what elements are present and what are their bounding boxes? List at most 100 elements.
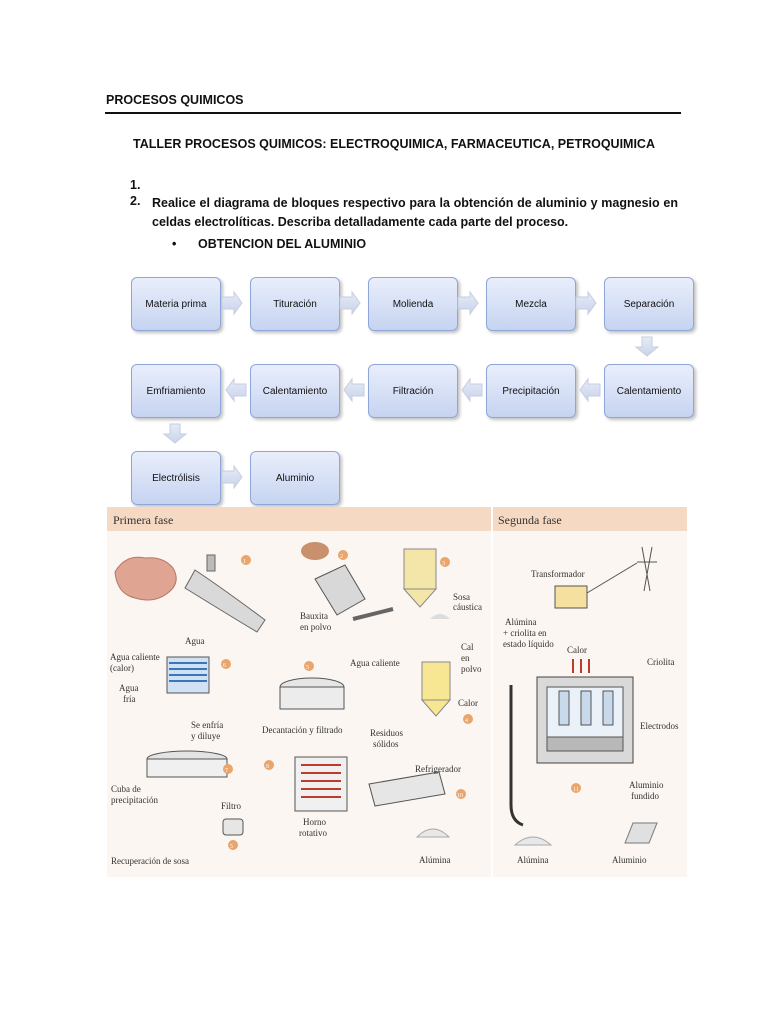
svg-text:Electrodos: Electrodos [640, 721, 679, 731]
flow-block-aluminio: Aluminio [250, 451, 340, 505]
arrow-left [343, 377, 365, 403]
svg-text:Horno: Horno [303, 817, 326, 827]
svg-text:Recuperación de sosa: Recuperación de sosa [111, 856, 189, 866]
svg-text:Criolita: Criolita [647, 657, 675, 667]
svg-text:Refrigerador: Refrigerador [415, 764, 461, 774]
item-1-number: 1. [130, 178, 141, 192]
svg-text:Cuba de: Cuba de [111, 784, 141, 794]
phase1-title: Primera fase [113, 513, 173, 527]
power-line [586, 562, 638, 594]
svg-text:Sosa: Sosa [453, 592, 470, 602]
arrow-right [221, 464, 243, 490]
arrow-left [461, 377, 483, 403]
svg-text:y diluye: y diluye [191, 731, 220, 741]
digester [421, 661, 451, 701]
transformer [554, 585, 588, 609]
arrow-down [634, 336, 660, 357]
svg-text:10: 10 [457, 793, 463, 799]
svg-text:Cal: Cal [461, 642, 474, 652]
svg-text:sólidos: sólidos [373, 739, 399, 749]
svg-text:en polvo: en polvo [300, 622, 332, 632]
svg-text:Transformador: Transformador [531, 569, 585, 579]
bauxite-rock [114, 556, 177, 601]
flow-block-calentamiento-1: Calentamiento [604, 364, 694, 418]
flow-arrows [162, 290, 660, 490]
phase1-header-bg [107, 507, 492, 531]
svg-text:3: 3 [442, 561, 445, 567]
svg-text:Alúmina: Alúmina [419, 855, 451, 865]
flow-block-trituracion: Tituración [250, 277, 340, 331]
svg-text:5: 5 [230, 844, 233, 850]
bullet-label: OBTENCION DEL ALUMINIO [198, 237, 367, 251]
item-2-number: 2. [130, 194, 141, 208]
svg-text:Agua caliente: Agua caliente [110, 652, 160, 662]
arrow-right [339, 290, 361, 316]
arrow-down [162, 423, 188, 444]
phase2-title: Segunda fase [498, 513, 562, 527]
silo [403, 548, 437, 590]
cooler [368, 771, 446, 807]
svg-text:Decantación y filtrado: Decantación y filtrado [262, 725, 343, 735]
flow-block-precipitacion: Precipitación [486, 364, 576, 418]
svg-text:Agua caliente: Agua caliente [350, 658, 400, 668]
svg-text:1: 1 [243, 559, 246, 565]
svg-text:fría: fría [123, 694, 136, 704]
svg-text:Residuos: Residuos [370, 728, 404, 738]
svg-text:Calor: Calor [458, 698, 478, 708]
svg-text:estado líquido: estado líquido [503, 639, 554, 649]
svg-text:5: 5 [306, 665, 309, 671]
svg-text:fundido: fundido [631, 791, 659, 801]
flow-block-molienda: Molienda [368, 277, 458, 331]
arrow-right [221, 290, 243, 316]
flow-block-separacion: Separación [604, 277, 694, 331]
svg-text:Aluminio: Aluminio [612, 855, 647, 865]
svg-text:7: 7 [225, 768, 228, 774]
svg-text:Alúmina: Alúmina [505, 617, 537, 627]
aluminum-ingot [624, 822, 658, 844]
svg-text:8: 8 [266, 764, 269, 770]
svg-text:(calor): (calor) [110, 663, 134, 673]
svg-text:Calor: Calor [567, 645, 587, 655]
flow-block-materia-prima: Materia prima [131, 277, 221, 331]
bullet-symbol: • [172, 237, 177, 251]
flow-block-filtracion: Filtración [368, 364, 458, 418]
taller-title: TALLER PROCESOS QUIMICOS: ELECTROQUIMICA… [133, 137, 655, 151]
flow-block-mezcla: Mezcla [486, 277, 576, 331]
arrow-right [575, 290, 597, 316]
svg-text:rotativo: rotativo [299, 828, 327, 838]
step-1-marker [241, 555, 251, 565]
svg-text:11: 11 [573, 787, 579, 793]
svg-text:Alúmina: Alúmina [517, 855, 549, 865]
phase2-header-bg [493, 507, 687, 531]
svg-text:2: 2 [340, 554, 343, 560]
svg-text:Agua: Agua [185, 636, 205, 646]
ship-icon [184, 569, 266, 633]
page-header-title: PROCESOS QUIMICOS [106, 93, 244, 107]
flow-block-calentamiento-2: Calentamiento [250, 364, 340, 418]
svg-text:Agua: Agua [119, 683, 139, 693]
svg-text:precipitación: precipitación [111, 795, 158, 805]
arrow-left [225, 377, 247, 403]
bauxite-pile [301, 542, 329, 560]
arrow-right [457, 290, 479, 316]
power-tower-icon [637, 546, 657, 592]
svg-text:Se enfría: Se enfría [191, 720, 223, 730]
svg-text:cáustica: cáustica [453, 602, 482, 612]
svg-text:en: en [461, 653, 470, 663]
alumina-pile [415, 828, 451, 838]
svg-text:4: 4 [465, 718, 468, 724]
filter [222, 818, 244, 836]
crusher [314, 564, 366, 616]
flow-block-enfriamiento: Emfriamiento [131, 364, 221, 418]
alumina-pile-2 [513, 836, 553, 846]
item-2-text: Realice el diagrama de bloques respectiv… [152, 196, 678, 229]
flow-block-electrolisis: Electrólisis [131, 451, 221, 505]
svg-text:polvo: polvo [461, 664, 482, 674]
feed-pipe [509, 685, 524, 827]
svg-text:+ criolita en: + criolita en [503, 628, 547, 638]
svg-text:Aluminio: Aluminio [629, 780, 664, 790]
arrow-left [579, 377, 601, 403]
svg-text:Bauxita: Bauxita [300, 611, 328, 621]
header-divider [105, 112, 681, 114]
svg-text:Filtro: Filtro [221, 801, 242, 811]
